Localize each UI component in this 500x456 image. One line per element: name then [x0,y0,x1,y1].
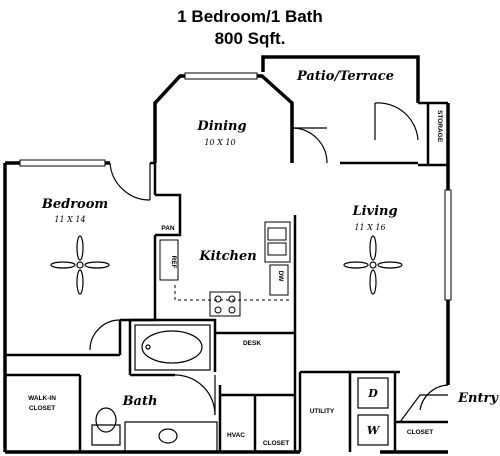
dishwasher [269,264,289,296]
living-ceiling-fan-icon [343,235,403,295]
refrigerator [159,239,179,281]
windows [19,72,452,301]
hall-closet-label: CLOSET [263,440,289,447]
living-label: Living [351,204,397,219]
patio-label: Patio/Terrace [296,69,394,84]
dining-label: Dining [196,119,246,134]
laundry-fixtures [357,377,389,446]
entry-label: Entry [457,391,499,406]
dryer-label: D [367,387,378,400]
bath-label: Bath [122,394,158,409]
pantry-label: PAN [161,225,175,232]
plan-area: 800 Sqft. [214,29,286,48]
bathtub [134,324,211,371]
bath-sink [158,428,178,444]
living-dimensions: 11 X 16 [354,223,385,232]
storage-label: STORAGE [436,110,443,143]
bedroom-label: Bedroom [41,197,108,212]
bedroom-ceiling-fan-icon [50,235,110,295]
walk-in-closet-label-line1: WALK-IN [28,395,56,402]
utility-label: UTILITY [310,408,335,415]
kitchen-counter-sink [264,221,291,263]
door-swings [89,102,449,423]
walk-in-closet-label-line2: CLOSET [29,405,55,412]
vanity [124,421,218,453]
entry-closet-label: CLOSET [407,429,433,436]
washer-label: W [367,424,381,437]
washer-unit [357,414,389,446]
bedroom-dimensions: 11 X 14 [54,215,85,224]
desk-label: DESK [243,340,261,347]
toilet-bowl [95,407,117,433]
dryer-unit [357,377,389,409]
dining-dimensions: 10 X 10 [204,138,235,147]
plan-header: 1 Bedroom/1 Bath 800 Sqft. [0,6,500,50]
room-labels: Patio/Terrace STORAGE Dining 10 X 10 Bed… [28,69,499,447]
refrigerator-label: REF [170,256,177,269]
stove [209,291,241,317]
kitchen-label: Kitchen [198,249,256,264]
interior-walls [5,101,448,452]
toilet-tank [91,424,121,446]
kitchen-fixtures [159,221,291,317]
dishwasher-label: DW [277,271,284,283]
plan-title: 1 Bedroom/1 Bath [177,7,323,26]
hvac-label: HVAC [227,432,245,439]
bath-fixtures [91,324,218,453]
